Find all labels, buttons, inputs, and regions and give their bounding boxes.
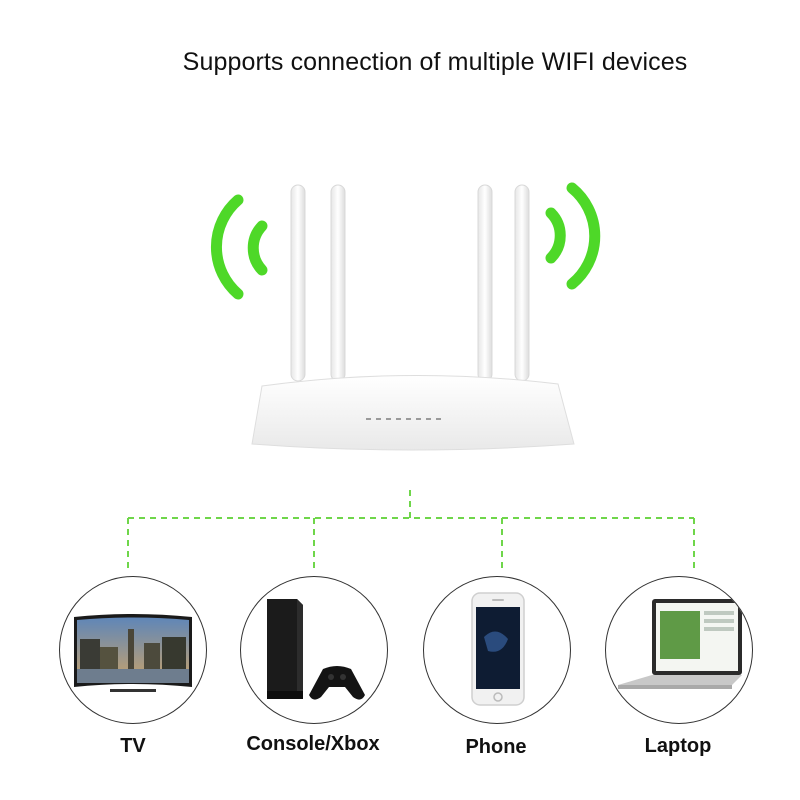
laptop-icon (618, 599, 742, 689)
wifi-signal-right-icon (545, 182, 601, 290)
device-console (240, 576, 388, 724)
page-headline: Supports connection of multiple WIFI dev… (182, 48, 688, 76)
router (251, 184, 575, 451)
device-tv (59, 576, 207, 724)
device-label-console: Console/Xbox (246, 733, 380, 755)
router-led-indicators (366, 418, 441, 420)
tv-icon (74, 614, 192, 692)
device-label-laptop: Laptop (644, 735, 712, 757)
smartphone-icon (471, 592, 525, 706)
connection-lines (127, 490, 695, 572)
device-label-phone: Phone (465, 736, 527, 758)
device-phone (423, 576, 571, 724)
game-console-icon (267, 599, 365, 700)
device-label-tv: TV (120, 735, 146, 757)
device-laptop (605, 576, 753, 724)
router-antenna (290, 184, 530, 382)
wifi-signal-left-icon (211, 194, 268, 300)
